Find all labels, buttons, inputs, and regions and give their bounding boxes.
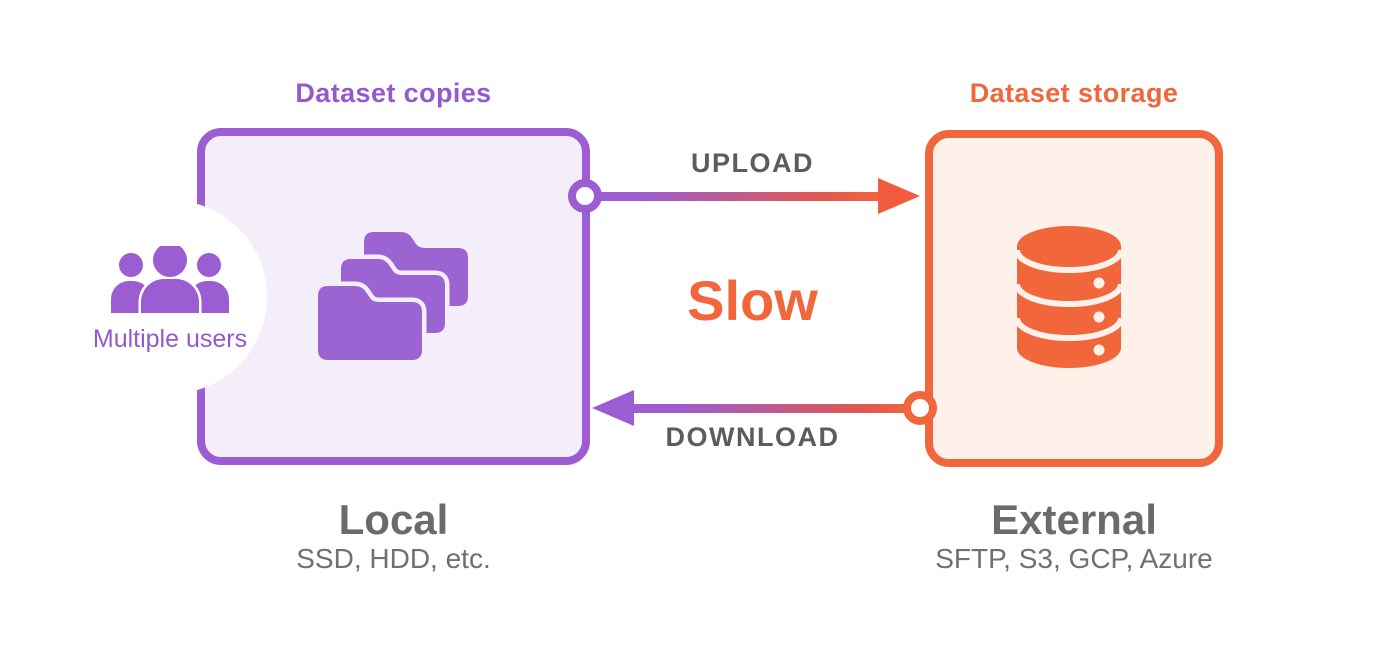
upload-label: UPLOAD <box>691 148 814 178</box>
upload-arrowhead-icon <box>878 178 920 214</box>
local-subtitle: SSD, HDD, etc. <box>296 543 491 574</box>
multiple-users-label: Multiple users <box>92 325 248 353</box>
external-caption: External <box>991 496 1157 543</box>
local-caption: Local <box>338 496 449 543</box>
upload-arrow-shaft <box>585 192 881 201</box>
dataset-storage-title: Dataset storage <box>969 78 1179 108</box>
database-icon <box>1014 226 1124 368</box>
download-arrowhead-icon <box>592 390 634 426</box>
download-connector-dot <box>903 391 937 425</box>
dataset-copies-title: Dataset copies <box>295 78 492 108</box>
dataset-folders-icon <box>318 222 468 360</box>
multiple-users-icon <box>111 246 229 313</box>
upload-connector-dot <box>568 179 602 213</box>
download-label: DOWNLOAD <box>665 422 840 452</box>
transfer-speed-label: Slow <box>687 269 818 332</box>
external-subtitle: SFTP, S3, GCP, Azure <box>935 543 1213 574</box>
download-arrow-shaft <box>624 404 920 413</box>
